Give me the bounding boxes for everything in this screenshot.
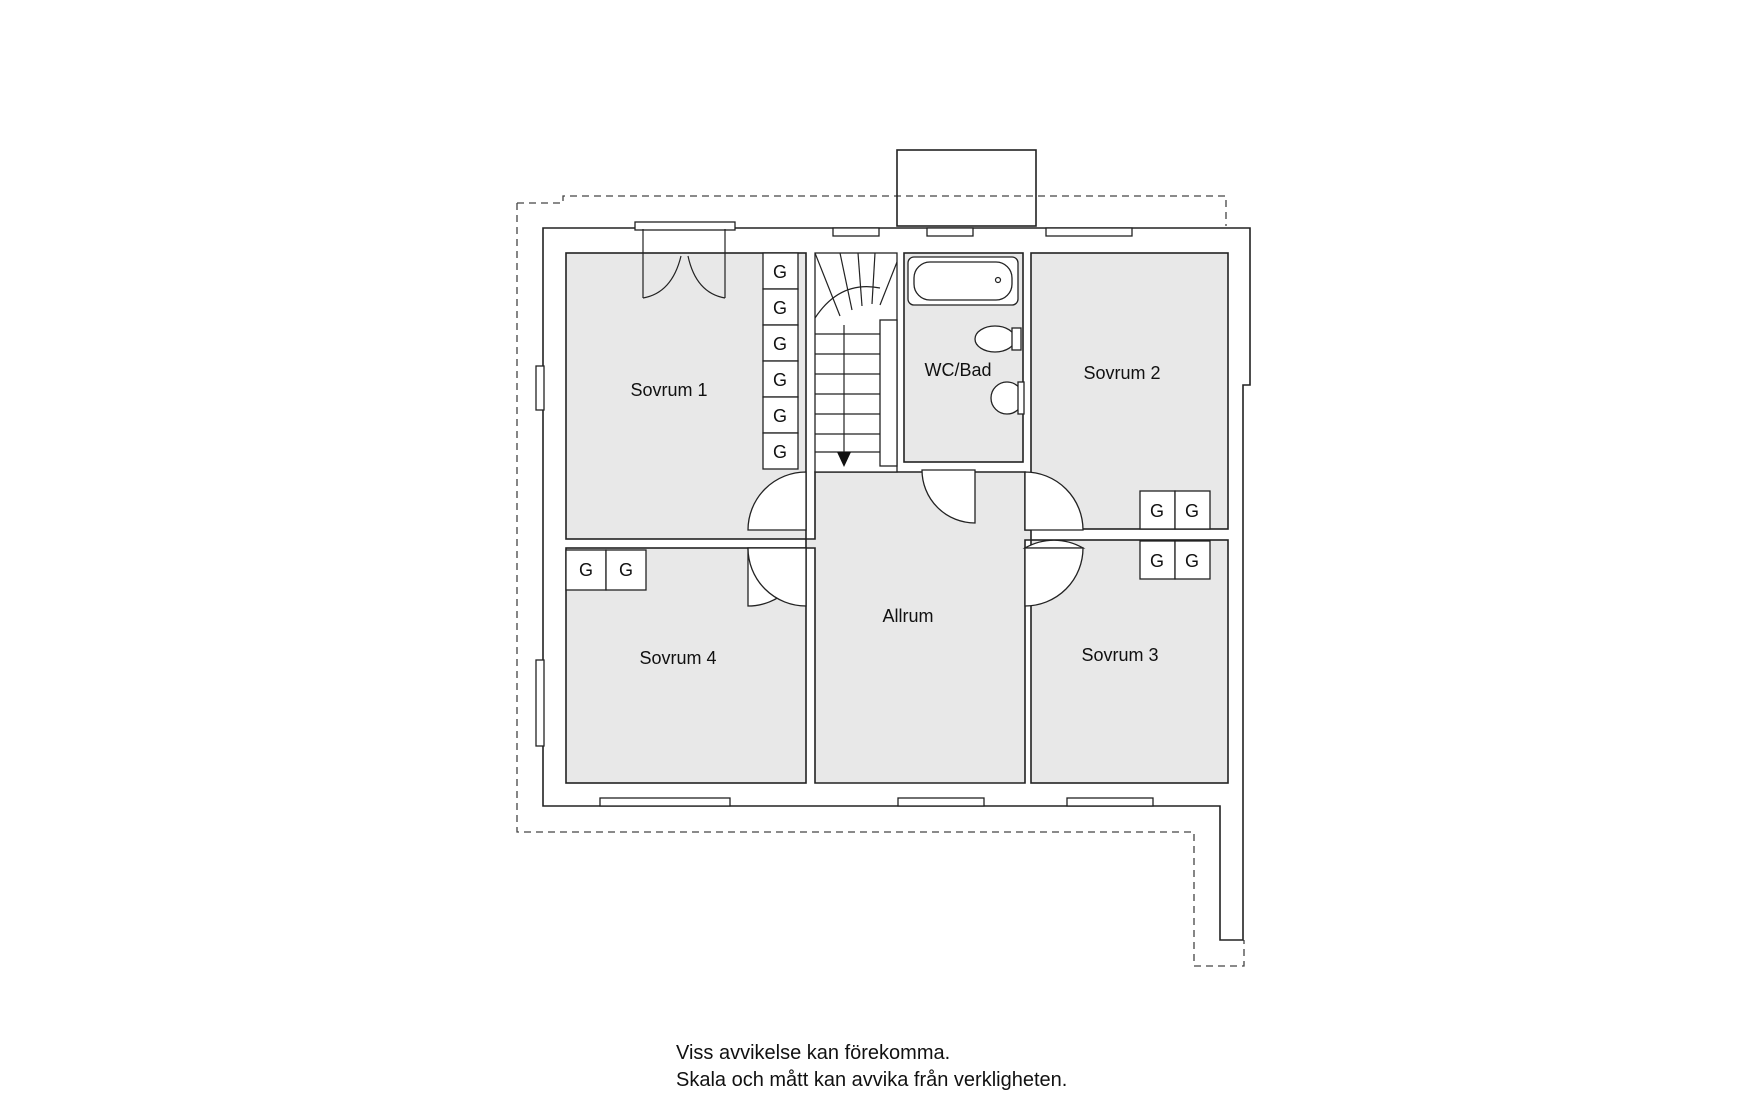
- room-sovrum-2: [1030, 252, 1229, 530]
- bathtub-drain: [994, 276, 1002, 284]
- room-allrum: [805, 471, 1032, 784]
- wardrobe-label: G: [1185, 501, 1199, 521]
- wardrobe-label: G: [773, 262, 787, 282]
- doors: [642, 229, 1086, 607]
- label-sovrum-3: Sovrum 3: [1081, 645, 1158, 665]
- label-wc-bad: WC/Bad: [924, 360, 991, 380]
- stair-treads: [814, 252, 898, 453]
- wardrobe-label: G: [773, 298, 787, 318]
- disclaimer: Viss avvikelse kan förekomma. Skala och …: [676, 1040, 1067, 1094]
- outer-wall: [542, 227, 1251, 941]
- disclaimer-line-1: Viss avvikelse kan förekomma.: [676, 1042, 951, 1064]
- wardrobes: [565, 252, 1211, 591]
- label-sovrum-1: Sovrum 1: [630, 380, 707, 400]
- wardrobe-label: G: [773, 334, 787, 354]
- sink-back: [1017, 381, 1025, 415]
- wardrobe-label: G: [1150, 501, 1164, 521]
- label-allrum: Allrum: [882, 606, 933, 626]
- wardrobe-label: G: [1150, 551, 1164, 571]
- windows: [535, 221, 1154, 807]
- chimney: [896, 149, 1037, 227]
- wardrobe-label: G: [1185, 551, 1199, 571]
- plot-boundary: [516, 195, 1245, 967]
- wardrobe-label: G: [579, 560, 593, 580]
- bathtub-inner: [913, 261, 1013, 301]
- wardrobe-labels: G G G G G G G G G G G G: [579, 262, 1199, 580]
- toilet-tank: [1011, 327, 1022, 351]
- toilet: [974, 325, 1016, 353]
- stair-direction-arrow: [837, 452, 851, 467]
- wardrobe-label: G: [773, 370, 787, 390]
- wardrobe-label: G: [773, 442, 787, 462]
- disclaimer-line-2: Skala och mått kan avvika från verklighe…: [676, 1069, 1068, 1091]
- label-sovrum-2: Sovrum 2: [1083, 363, 1160, 383]
- wardrobe-label: G: [619, 560, 633, 580]
- label-sovrum-4: Sovrum 4: [639, 648, 716, 668]
- wardrobe-label: G: [773, 406, 787, 426]
- stair-rail: [879, 319, 898, 467]
